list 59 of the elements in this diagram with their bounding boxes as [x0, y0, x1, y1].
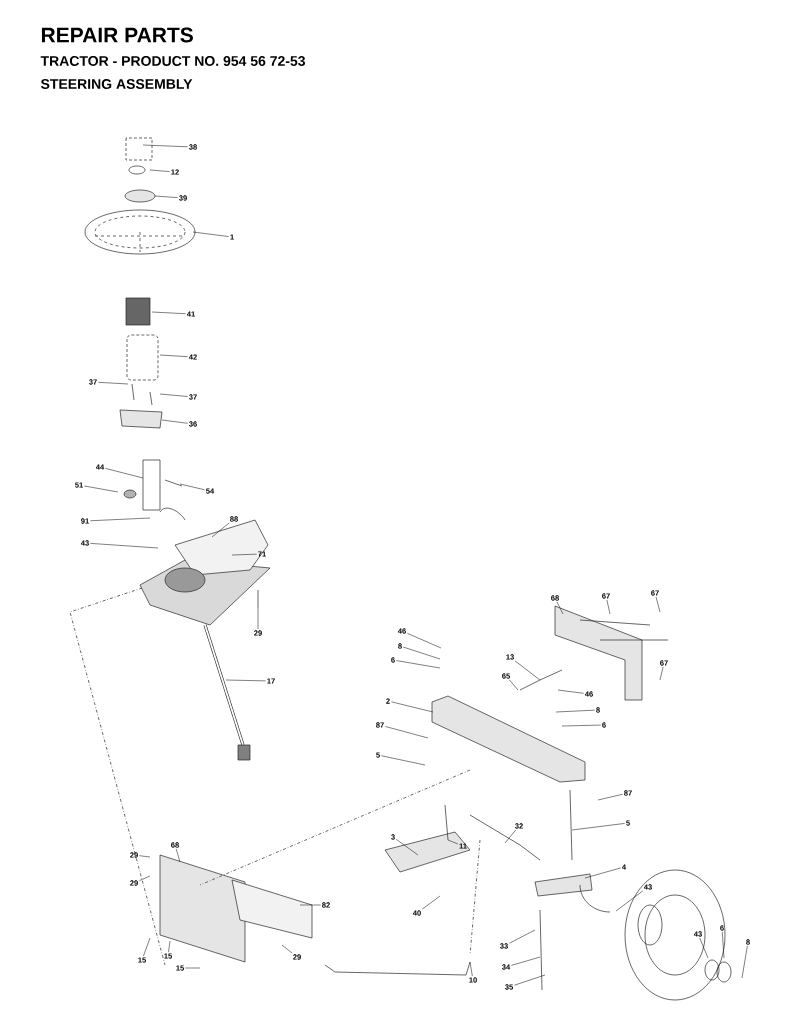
- heading-text: STEERING ASSEMBLY: [40, 79, 193, 89]
- leader-line: [396, 660, 441, 669]
- leader-line: [225, 679, 266, 682]
- leader-line: [185, 967, 201, 969]
- leader-line: [90, 517, 151, 521]
- leader-line: [511, 956, 541, 966]
- heading-text: TRACTOR - PRODUCT NO. 954 56 72-53: [40, 56, 305, 66]
- leader-line: [469, 961, 473, 977]
- leader-line: [421, 895, 441, 910]
- leader-line: [557, 689, 584, 694]
- leader-line: [175, 848, 181, 863]
- leader-line: [159, 393, 188, 397]
- leader-line: [615, 890, 644, 912]
- leader-line: [168, 940, 171, 953]
- leader-line: [514, 660, 541, 681]
- leader-line: [149, 169, 170, 172]
- leader-line: [655, 596, 661, 613]
- leader-line: [385, 726, 429, 739]
- leader-line: [143, 937, 151, 957]
- leader-line: [84, 485, 119, 493]
- leader-line: [741, 945, 748, 979]
- leader-line: [231, 553, 257, 556]
- leader-line: [561, 724, 601, 727]
- leader-line: [299, 904, 321, 906]
- leader-line: [98, 382, 129, 385]
- leader-line: [161, 419, 188, 424]
- leader-line: [556, 601, 564, 615]
- leader-line: [90, 543, 159, 549]
- leader-line: [192, 231, 229, 237]
- leader-line: [179, 483, 205, 490]
- leader-line: [257, 607, 259, 630]
- leader-line: [606, 599, 611, 615]
- leader-line: [151, 311, 186, 314]
- leader-line: [509, 929, 536, 944]
- leader-line: [381, 755, 426, 766]
- leader-line: [211, 522, 230, 538]
- leader-line: [659, 666, 664, 681]
- leader-line: [514, 974, 546, 986]
- leader-line: [584, 867, 621, 879]
- leader-line: [407, 633, 442, 649]
- leader-line: [139, 875, 151, 881]
- leader-line: [504, 829, 517, 844]
- leader-line: [509, 679, 519, 691]
- leader-line: [396, 839, 419, 856]
- leader-line: [403, 646, 441, 660]
- leader-line: [722, 931, 725, 959]
- leader-line: [281, 944, 293, 954]
- leader-line: [142, 144, 188, 148]
- leader-line: [159, 354, 188, 357]
- leader-line: [597, 794, 623, 801]
- leader-line: [105, 468, 144, 479]
- leader-line: [571, 823, 625, 831]
- title: REPAIR PARTS: [41, 27, 193, 43]
- leader-line: [391, 701, 434, 713]
- leader-line: [139, 855, 151, 858]
- leader-line: [699, 937, 709, 959]
- leader-line: [447, 839, 459, 845]
- leader-line: [555, 709, 595, 713]
- leader-line: [154, 195, 178, 198]
